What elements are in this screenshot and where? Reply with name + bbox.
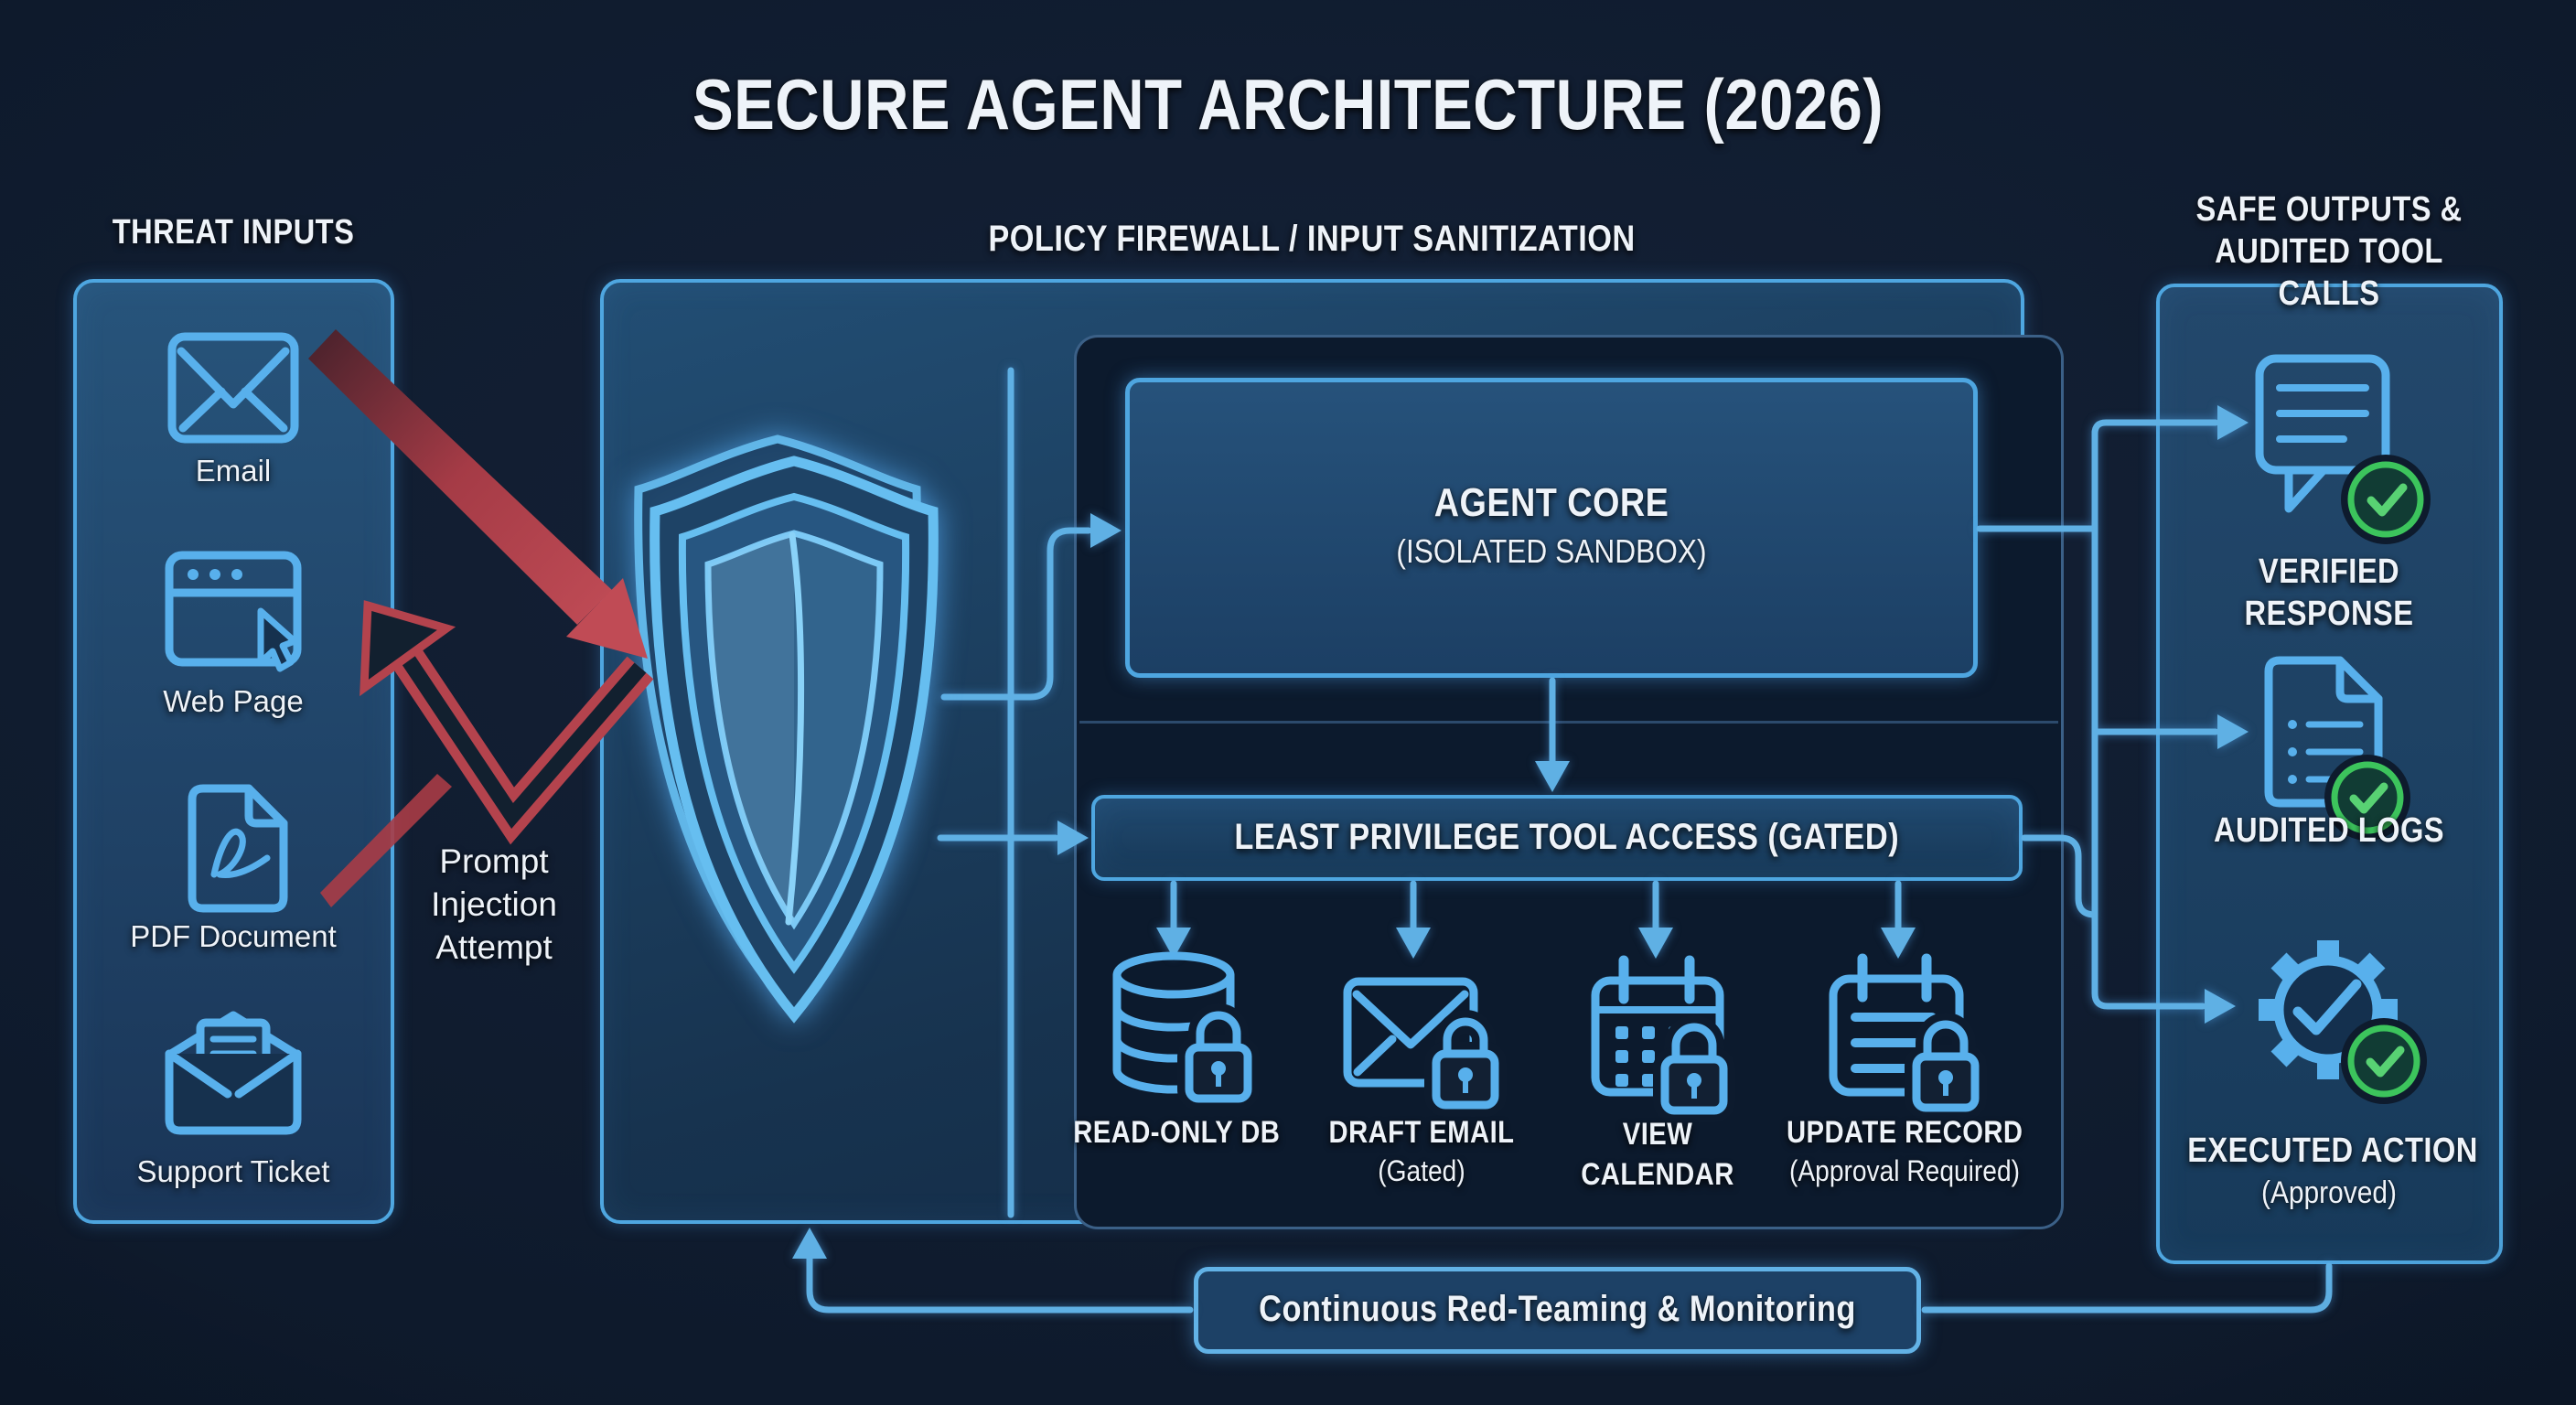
update-record-label: UPDATE RECORD xyxy=(1787,1115,2023,1150)
support-ticket-label: Support Ticket xyxy=(136,1154,330,1188)
prompt-injection-line3: Attempt xyxy=(435,928,553,966)
audited-logs-label: AUDITED LOGS xyxy=(2213,811,2445,850)
draft-email-label: DRAFT EMAIL xyxy=(1328,1115,1515,1150)
web-page-icon xyxy=(165,551,302,672)
agent-core-title: AGENT CORE xyxy=(1433,480,1669,525)
safe-outputs-header: SAFE OUTPUTS & AUDITED TOOL CALLS xyxy=(2172,188,2486,315)
threat-inputs-header: THREAT INPUTS xyxy=(112,213,355,252)
padlock-icon xyxy=(1177,1003,1260,1110)
tool-gate-label: LEAST PRIVILEGE TOOL ACCESS (GATED) xyxy=(1234,817,1900,857)
approved-badge-icon xyxy=(2341,1018,2427,1104)
policy-firewall-header: POLICY FIREWALL / INPUT SANITIZATION xyxy=(988,219,1636,259)
executed-action-sublabel: (Approved) xyxy=(2260,1175,2398,1210)
executed-action-label: EXECUTED ACTION xyxy=(2187,1132,2478,1170)
pdf-document-label: PDF Document xyxy=(130,919,337,953)
padlock-icon xyxy=(1905,1013,1987,1120)
pdf-document-icon xyxy=(188,784,288,913)
safe-outputs-header-line2: AUDITED TOOL CALLS xyxy=(2215,232,2443,313)
padlock-icon xyxy=(1424,1010,1507,1117)
padlock-icon xyxy=(1653,1015,1735,1122)
draft-email-sublabel: (Gated) xyxy=(1378,1154,1465,1187)
email-label: Email xyxy=(195,454,272,488)
email-icon xyxy=(167,332,299,444)
monitoring-label: Continuous Red-Teaming & Monitoring xyxy=(1259,1289,1856,1329)
page-title: SECURE AGENT ARCHITECTURE (2026) xyxy=(692,64,1884,145)
read-only-db-label: READ-ONLY DB xyxy=(1073,1115,1281,1150)
support-ticket-icon xyxy=(165,1011,302,1135)
prompt-injection-line1: Prompt xyxy=(439,842,549,880)
update-record-sublabel: (Approval Required) xyxy=(1788,1154,2020,1187)
prompt-injection-line2: Injection xyxy=(431,885,557,923)
verified-response-label: VERIFIED RESPONSE xyxy=(2244,552,2414,633)
prompt-injection-label: Prompt Injection Attempt xyxy=(380,840,608,969)
approved-badge-icon xyxy=(2341,455,2431,544)
web-page-label: Web Page xyxy=(163,684,304,718)
safe-outputs-header-line1: SAFE OUTPUTS & xyxy=(2195,190,2463,229)
agent-core-subtitle: (ISOLATED SANDBOX) xyxy=(1396,532,1707,570)
view-calendar-label: VIEW CALENDAR xyxy=(1581,1117,1734,1192)
